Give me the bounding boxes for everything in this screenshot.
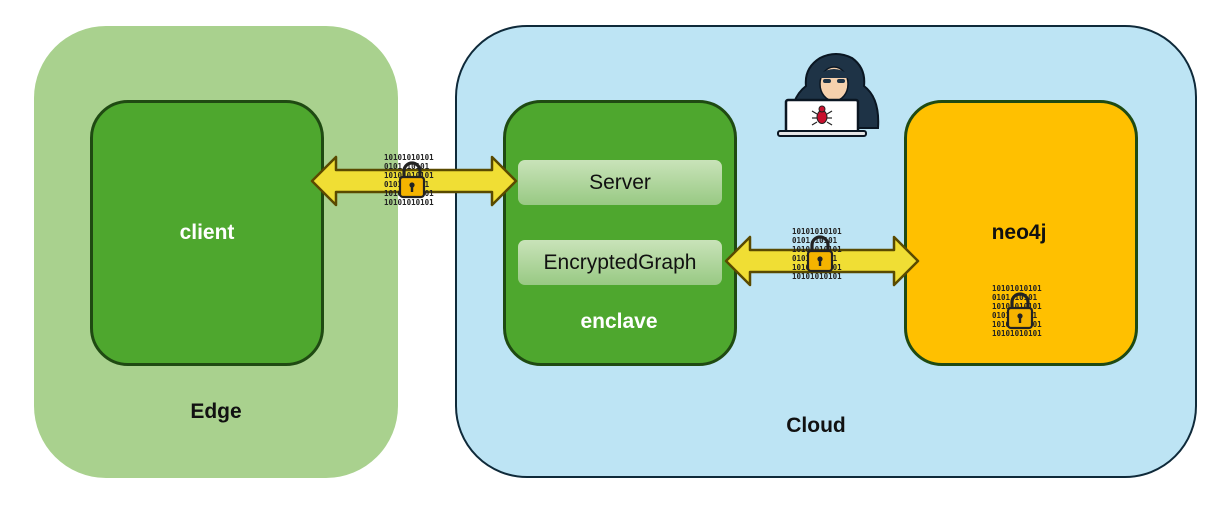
cloud-label: Cloud	[786, 414, 846, 437]
encrypted-graph-component: EncryptedGraph	[518, 240, 722, 285]
enclave-node	[503, 100, 737, 366]
edge-label: Edge	[190, 400, 242, 423]
encrypted-graph-label: EncryptedGraph	[543, 250, 697, 274]
client-label: client	[179, 221, 235, 244]
hacker-icon	[777, 53, 880, 137]
enclave-label: enclave	[580, 310, 658, 333]
neo4j-label: neo4j	[991, 221, 1047, 244]
server-label: Server	[589, 170, 651, 194]
server-component: Server	[518, 160, 722, 205]
client-node	[90, 100, 324, 366]
